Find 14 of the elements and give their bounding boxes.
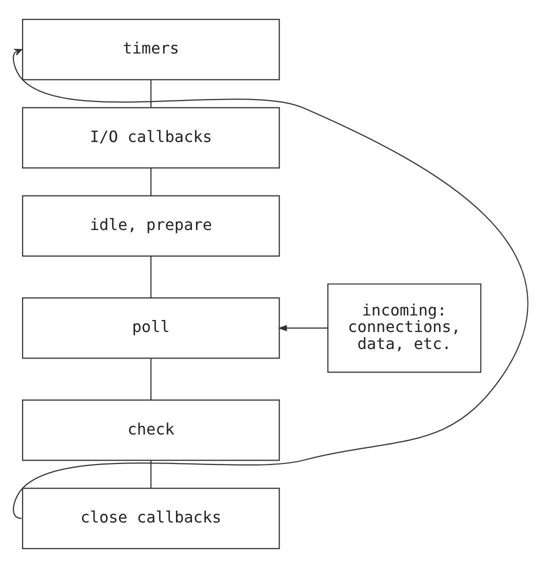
node-box: timers: [22, 18, 280, 80]
arrow: [12, 48, 528, 518]
node-box: incoming: connections, data, etc.: [327, 282, 482, 372]
connector: [150, 358, 152, 400]
node-box: close callbacks: [22, 487, 280, 549]
arrow: [278, 324, 328, 331]
node-box: check: [22, 399, 280, 460]
connector: [150, 79, 152, 108]
connector: [150, 460, 152, 488]
connector: [150, 168, 152, 196]
node-box: poll: [22, 296, 280, 358]
connector: [150, 256, 152, 298]
node-box: I/O callbacks: [22, 106, 280, 168]
node-box: idle, prepare: [22, 194, 280, 256]
